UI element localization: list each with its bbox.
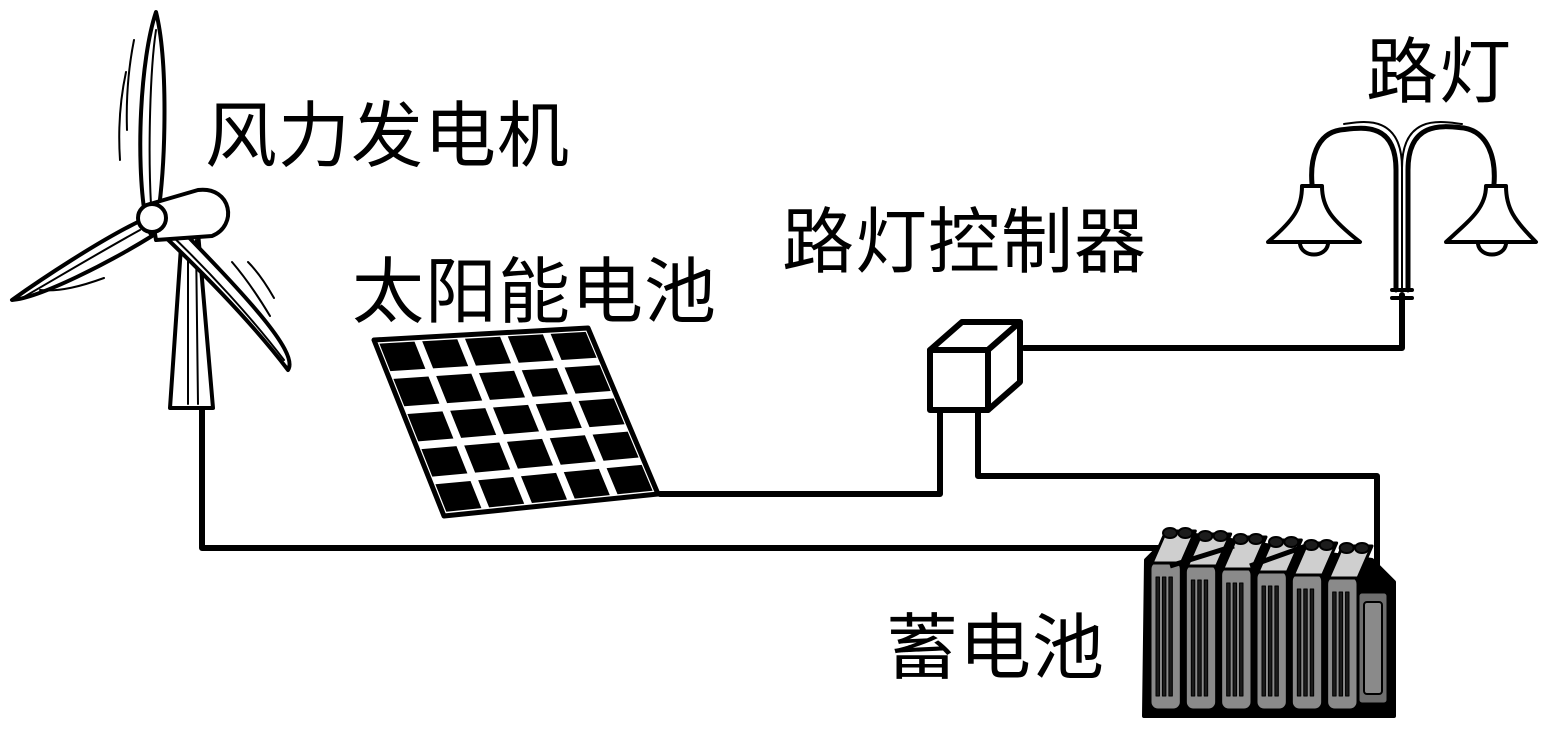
battery-bank — [1142, 527, 1396, 718]
solar-cell — [592, 431, 639, 461]
battery-terminal — [1177, 527, 1194, 539]
label-controller: 路灯控制器 — [782, 200, 1148, 284]
battery-terminal — [1283, 536, 1300, 548]
turbine-blade-left-inner — [21, 229, 141, 299]
battery-terminal — [1197, 530, 1214, 542]
turbine-blade-top — [138, 10, 167, 217]
solar-panel-cells — [379, 331, 653, 512]
solar-cell — [521, 367, 568, 397]
lamp-shade-right — [1444, 184, 1538, 244]
solar-panel — [371, 325, 661, 519]
solar-cell — [379, 341, 426, 372]
solar-cell — [435, 480, 482, 512]
battery-cell-rib — [1232, 582, 1238, 697]
battery-cell — [1325, 542, 1374, 712]
battery-cell-rib — [1161, 576, 1167, 697]
solar-cell — [506, 438, 554, 469]
label-wind-turbine: 风力发电机 — [205, 94, 571, 178]
solar-cell — [393, 376, 440, 407]
solar-cell — [478, 476, 525, 508]
solar-cell — [450, 408, 497, 438]
wiring — [199, 292, 1405, 571]
battery-end-cap-inner — [1363, 601, 1383, 695]
battery-terminal — [1338, 542, 1355, 554]
solar-cell — [564, 365, 611, 394]
battery-cell-top — [1327, 544, 1374, 580]
battery-cell-rib — [1309, 588, 1315, 697]
lamp-pole — [1309, 124, 1497, 293]
solar-cell — [606, 464, 653, 495]
turbine-motion-lines — [39, 39, 275, 317]
battery-cell-rib — [1261, 585, 1266, 697]
controller-box-side — [985, 319, 1023, 413]
wire-turbine-to-battery — [199, 402, 1165, 551]
battery-cell-rib — [1203, 579, 1209, 697]
solar-cell — [464, 336, 512, 366]
label-battery: 蓄电池 — [886, 606, 1106, 690]
turbine-blade-right-inner — [167, 231, 285, 361]
solar-cell — [407, 411, 454, 442]
solar-cell — [535, 401, 582, 431]
wire-panel-to-controller — [657, 407, 943, 497]
battery-cell-rib — [1197, 579, 1202, 697]
solar-cell — [578, 398, 625, 428]
lamp-bulb-right — [1476, 242, 1508, 257]
lamp-pole-inner — [1343, 121, 1463, 291]
battery-terminal — [1268, 536, 1284, 548]
battery-cell-rib — [1274, 585, 1279, 697]
battery-cell — [1289, 539, 1339, 712]
battery-cell-rib — [1303, 588, 1308, 697]
battery-terminal — [1248, 533, 1264, 545]
battery-cell-rib — [1345, 591, 1350, 697]
turbine-blade-top-inner — [148, 29, 157, 206]
battery-cell — [1148, 527, 1197, 712]
turbine-nacelle — [148, 187, 230, 242]
label-solar-panel: 太阳能电池 — [352, 250, 718, 334]
battery-cell-top — [1291, 541, 1339, 577]
battery-terminal — [1354, 542, 1370, 554]
turbine-blade-left — [10, 218, 154, 302]
battery-cell-rib — [1338, 591, 1344, 697]
solar-cell — [492, 404, 540, 435]
lamp-shade-left — [1266, 184, 1362, 244]
battery-cell-rib — [1168, 576, 1173, 697]
solar-cell — [550, 331, 597, 361]
battery-cell-rib — [1226, 582, 1231, 697]
battery-terminal — [1212, 530, 1229, 542]
solar-cell — [563, 468, 610, 499]
wire-controller-to-battery — [975, 407, 1380, 571]
battery-cell — [1219, 533, 1268, 712]
solar-cell — [421, 446, 468, 477]
lamp-bulb-left — [1298, 242, 1330, 257]
battery-cell-rib — [1155, 576, 1160, 697]
battery-terminal — [1303, 539, 1320, 551]
solar-cell — [507, 334, 554, 363]
street-lamp — [1266, 121, 1538, 300]
battery-terminal — [1232, 533, 1249, 545]
solar-cell — [436, 373, 483, 404]
label-street-lamp: 路灯 — [1366, 30, 1513, 114]
solar-cell — [422, 339, 469, 369]
battery-terminal — [1162, 527, 1178, 539]
battery-cells — [1148, 527, 1374, 712]
solar-cell — [478, 370, 526, 400]
turbine-blade-right — [158, 218, 292, 372]
battery-cell-rib — [1267, 585, 1273, 697]
wind-turbine — [10, 10, 292, 410]
solar-cell — [464, 442, 511, 473]
lamp-base-ring — [1390, 288, 1414, 300]
battery-link-bars — [1169, 543, 1307, 569]
turbine-hub — [136, 202, 168, 234]
battery-terminal — [1318, 539, 1335, 551]
battery-cell-rib — [1296, 588, 1302, 697]
solar-cell — [520, 472, 568, 504]
controller-box-front — [927, 347, 991, 413]
controller-box — [927, 319, 1023, 413]
battery-cell-rib — [1190, 579, 1196, 697]
battery-cell-rib — [1332, 591, 1337, 697]
wire-controller-to-lamp — [1021, 292, 1405, 351]
solar-cell — [549, 435, 596, 465]
battery-cell-rib — [1239, 582, 1244, 697]
